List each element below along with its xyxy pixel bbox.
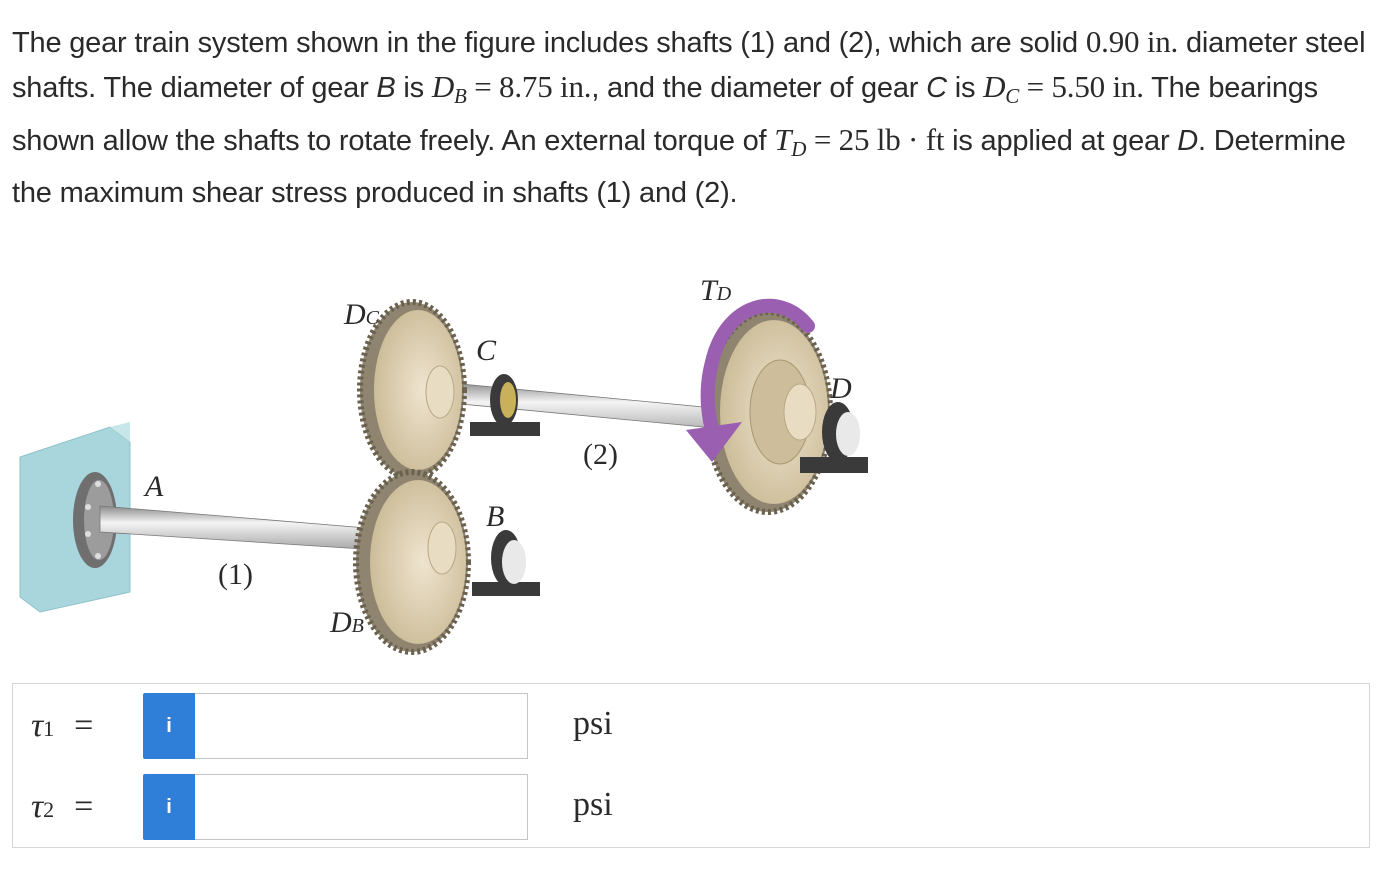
bearing-c: [470, 374, 540, 436]
label-c: C: [476, 334, 497, 367]
torque-arrow-icon: [686, 298, 815, 462]
db-value: = 8.75 in.: [466, 69, 592, 104]
gear-train-figure: DC C TD D (2) A B (1) DB: [0, 262, 900, 672]
db-subscript: B: [454, 84, 467, 108]
dc-symbol: D: [983, 69, 1006, 104]
td-subscript: D: [791, 137, 807, 161]
tau1-unit: psi: [573, 705, 613, 742]
tau1-input[interactable]: [195, 693, 528, 759]
tau2-label: τ2=: [31, 788, 94, 825]
gear-b: [353, 469, 471, 655]
label-dc: DC: [344, 298, 380, 331]
answer-row-tau2: τ2= i psi: [13, 774, 1369, 840]
tau1-label: τ1=: [31, 707, 94, 744]
problem-text: The bearings shown allow the shafts to r…: [12, 72, 1318, 157]
problem-text: . Determine the maximum shear stress pro…: [12, 125, 1346, 209]
label-shaft-1: (1): [218, 558, 253, 591]
gear-b-ref: B: [376, 72, 396, 104]
td-value: = 25 lb · ft: [806, 122, 945, 157]
tau2-unit: psi: [573, 786, 613, 823]
wall-support: [19, 422, 131, 613]
problem-text: is applied at gear: [944, 125, 1178, 157]
shaft-diameter: 0.90 in.: [1085, 24, 1179, 59]
label-db: DB: [330, 606, 364, 639]
label-td: TD: [700, 274, 732, 307]
tau2-input[interactable]: [195, 774, 528, 840]
info-icon[interactable]: i: [143, 774, 195, 840]
label-shaft-2: (2): [583, 438, 618, 471]
label-a: A: [145, 470, 164, 503]
problem-text: is: [395, 72, 432, 104]
answer-panel: τ1= i psi τ2= i psi: [12, 683, 1370, 848]
problem-text: , and the diameter of gear: [591, 72, 927, 104]
bearing-d: [800, 402, 868, 473]
bearing-b: [472, 530, 540, 596]
gear-c-ref: C: [926, 72, 947, 104]
gear-d-ref: D: [1177, 125, 1199, 157]
label-b: B: [486, 500, 505, 533]
gear-c: [357, 299, 467, 481]
problem-text: diameter steel shafts. The diameter of g…: [12, 27, 1366, 104]
label-d: D: [830, 372, 852, 405]
answer-row-tau1: τ1= i psi: [13, 693, 1369, 759]
dc-value: = 5.50 in.: [1019, 69, 1144, 104]
problem-statement: The gear train system shown in the figur…: [12, 20, 1382, 215]
td-symbol: T: [774, 122, 792, 157]
problem-text: The gear train system shown in the figur…: [12, 27, 1086, 59]
info-icon[interactable]: i: [143, 693, 195, 759]
dc-subscript: C: [1005, 84, 1020, 108]
gear-train-illustration: [19, 298, 868, 655]
problem-text: is: [946, 72, 984, 104]
db-symbol: D: [431, 69, 455, 104]
